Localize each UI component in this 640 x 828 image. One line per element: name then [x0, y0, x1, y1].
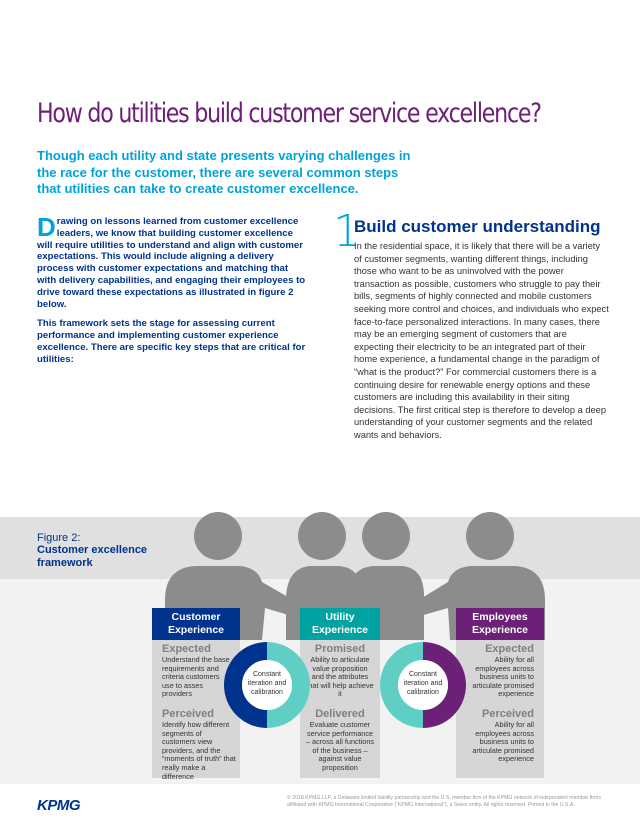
- left-para-2: This framework sets the stage for assess…: [37, 318, 306, 365]
- customer-expected-title: Expected: [162, 643, 211, 655]
- employees-perceived-title: Perceived: [482, 708, 534, 720]
- utility-promised-text: Ability to articulate value proposition …: [306, 655, 374, 699]
- employees-experience-header: Employees Experience: [456, 608, 544, 640]
- right-iteration-donut: [380, 642, 466, 728]
- section-heading: Build customer understanding: [354, 217, 601, 236]
- donut-customer-half: [224, 642, 267, 728]
- person-head: [466, 512, 514, 560]
- figure-title: Customer excellence framework: [37, 544, 148, 569]
- footer-copyright: © 2018 KPMG LLP, a Delaware limited liab…: [287, 795, 601, 808]
- person-head: [362, 512, 410, 560]
- employees-expected-title: Expected: [485, 643, 534, 655]
- left-para-1-text: rawing on lessons learned from customer …: [37, 216, 306, 310]
- donut-employees-half: [423, 642, 466, 728]
- donut-utility-half: [267, 642, 310, 728]
- right-donut-label: Constant iteration and calibration: [403, 671, 443, 696]
- left-donut-label: Constant iteration and calibration: [247, 671, 287, 696]
- utility-delivered-text: Evaluate customer service performance – …: [305, 720, 375, 772]
- utility-header-label: Utility Experience: [311, 611, 369, 636]
- employees-expected-text: Ability for all employees across busines…: [472, 655, 534, 699]
- customer-experience-header: Customer Experience: [152, 608, 240, 640]
- utility-delivered-title: Delivered: [315, 708, 365, 720]
- utility-experience-header: Utility Experience: [300, 608, 380, 640]
- employees-perceived-text: Ability for all employees across busines…: [472, 720, 534, 764]
- section-number: 1: [333, 206, 361, 257]
- intro-text: Though each utility and state presents v…: [37, 148, 411, 196]
- customer-perceived-text: Identify how different segments of custo…: [162, 720, 236, 781]
- person-head: [194, 512, 242, 560]
- kpmg-logo: KPMG: [37, 797, 81, 814]
- customer-header-label: Customer Experience: [167, 611, 225, 636]
- customer-column: Expected Understand the base requirement…: [152, 640, 240, 781]
- utility-promised-title: Promised: [314, 643, 366, 655]
- left-iteration-donut: [224, 642, 310, 728]
- employees-column: Expected Ability for all employees acros…: [456, 640, 544, 778]
- customer-perceived-title: Perceived: [162, 708, 214, 720]
- figure-label: Figure 2:: [37, 532, 81, 544]
- utility-column: Promised Ability to articulate value pro…: [300, 640, 380, 778]
- section-body: In the residential space, it is likely t…: [354, 241, 609, 440]
- drop-cap: D: [37, 212, 56, 242]
- page-title: How do utilities build customer service …: [37, 98, 542, 129]
- person-body: [320, 566, 424, 640]
- donut-utility-half: [380, 642, 423, 728]
- customer-expected-text: Understand the base requirements and cri…: [162, 655, 230, 699]
- employees-header-label: Employees Experience: [471, 611, 529, 636]
- person-head: [298, 512, 346, 560]
